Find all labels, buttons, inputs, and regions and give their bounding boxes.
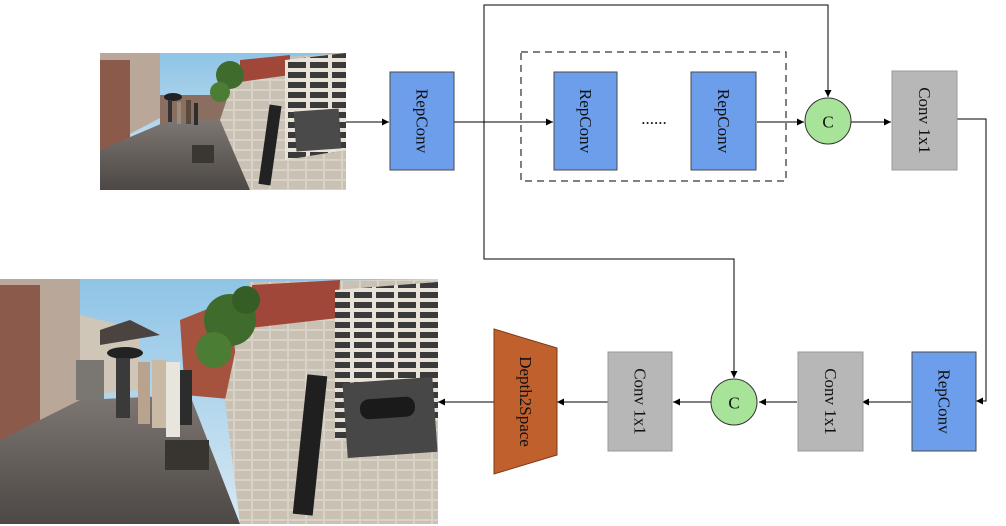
repconv-input-label: RepConv	[413, 89, 432, 154]
repeated-block-frame	[520, 51, 787, 182]
ellipsis-text: ......	[641, 109, 667, 128]
conv1x1-1-label: Conv 1x1	[915, 87, 934, 154]
depth2space-label: Depth2Space	[516, 356, 535, 447]
conv1x1-2-label: Conv 1x1	[821, 368, 840, 435]
depth2space-node: Depth2Space	[493, 328, 558, 475]
connectors	[346, 4, 987, 406]
repconv-2-label: RepConv	[935, 369, 954, 434]
concat-1-label: C	[822, 113, 833, 132]
conv1x1-node-1: Conv 1x1	[891, 70, 958, 171]
repconv-block-node-2: RepConv	[690, 71, 757, 171]
conv1x1-node-2: Conv 1x1	[797, 351, 864, 452]
conv1x1-3-label: Conv 1x1	[631, 368, 650, 435]
repconv-node-2: RepConv	[911, 351, 977, 452]
repconv-block-node-1: RepConv	[553, 71, 618, 171]
repconv-block-1-label: RepConv	[576, 89, 595, 154]
repconv-input-node: RepConv	[389, 71, 455, 171]
output-image	[0, 279, 438, 524]
repconv-block-2-label: RepConv	[714, 89, 733, 154]
conv1x1-node-3: Conv 1x1	[607, 351, 673, 452]
concat-2-label: C	[728, 394, 739, 413]
concat-node-2: C	[710, 378, 758, 426]
concat-node-1: C	[804, 97, 852, 145]
input-image	[100, 53, 346, 190]
